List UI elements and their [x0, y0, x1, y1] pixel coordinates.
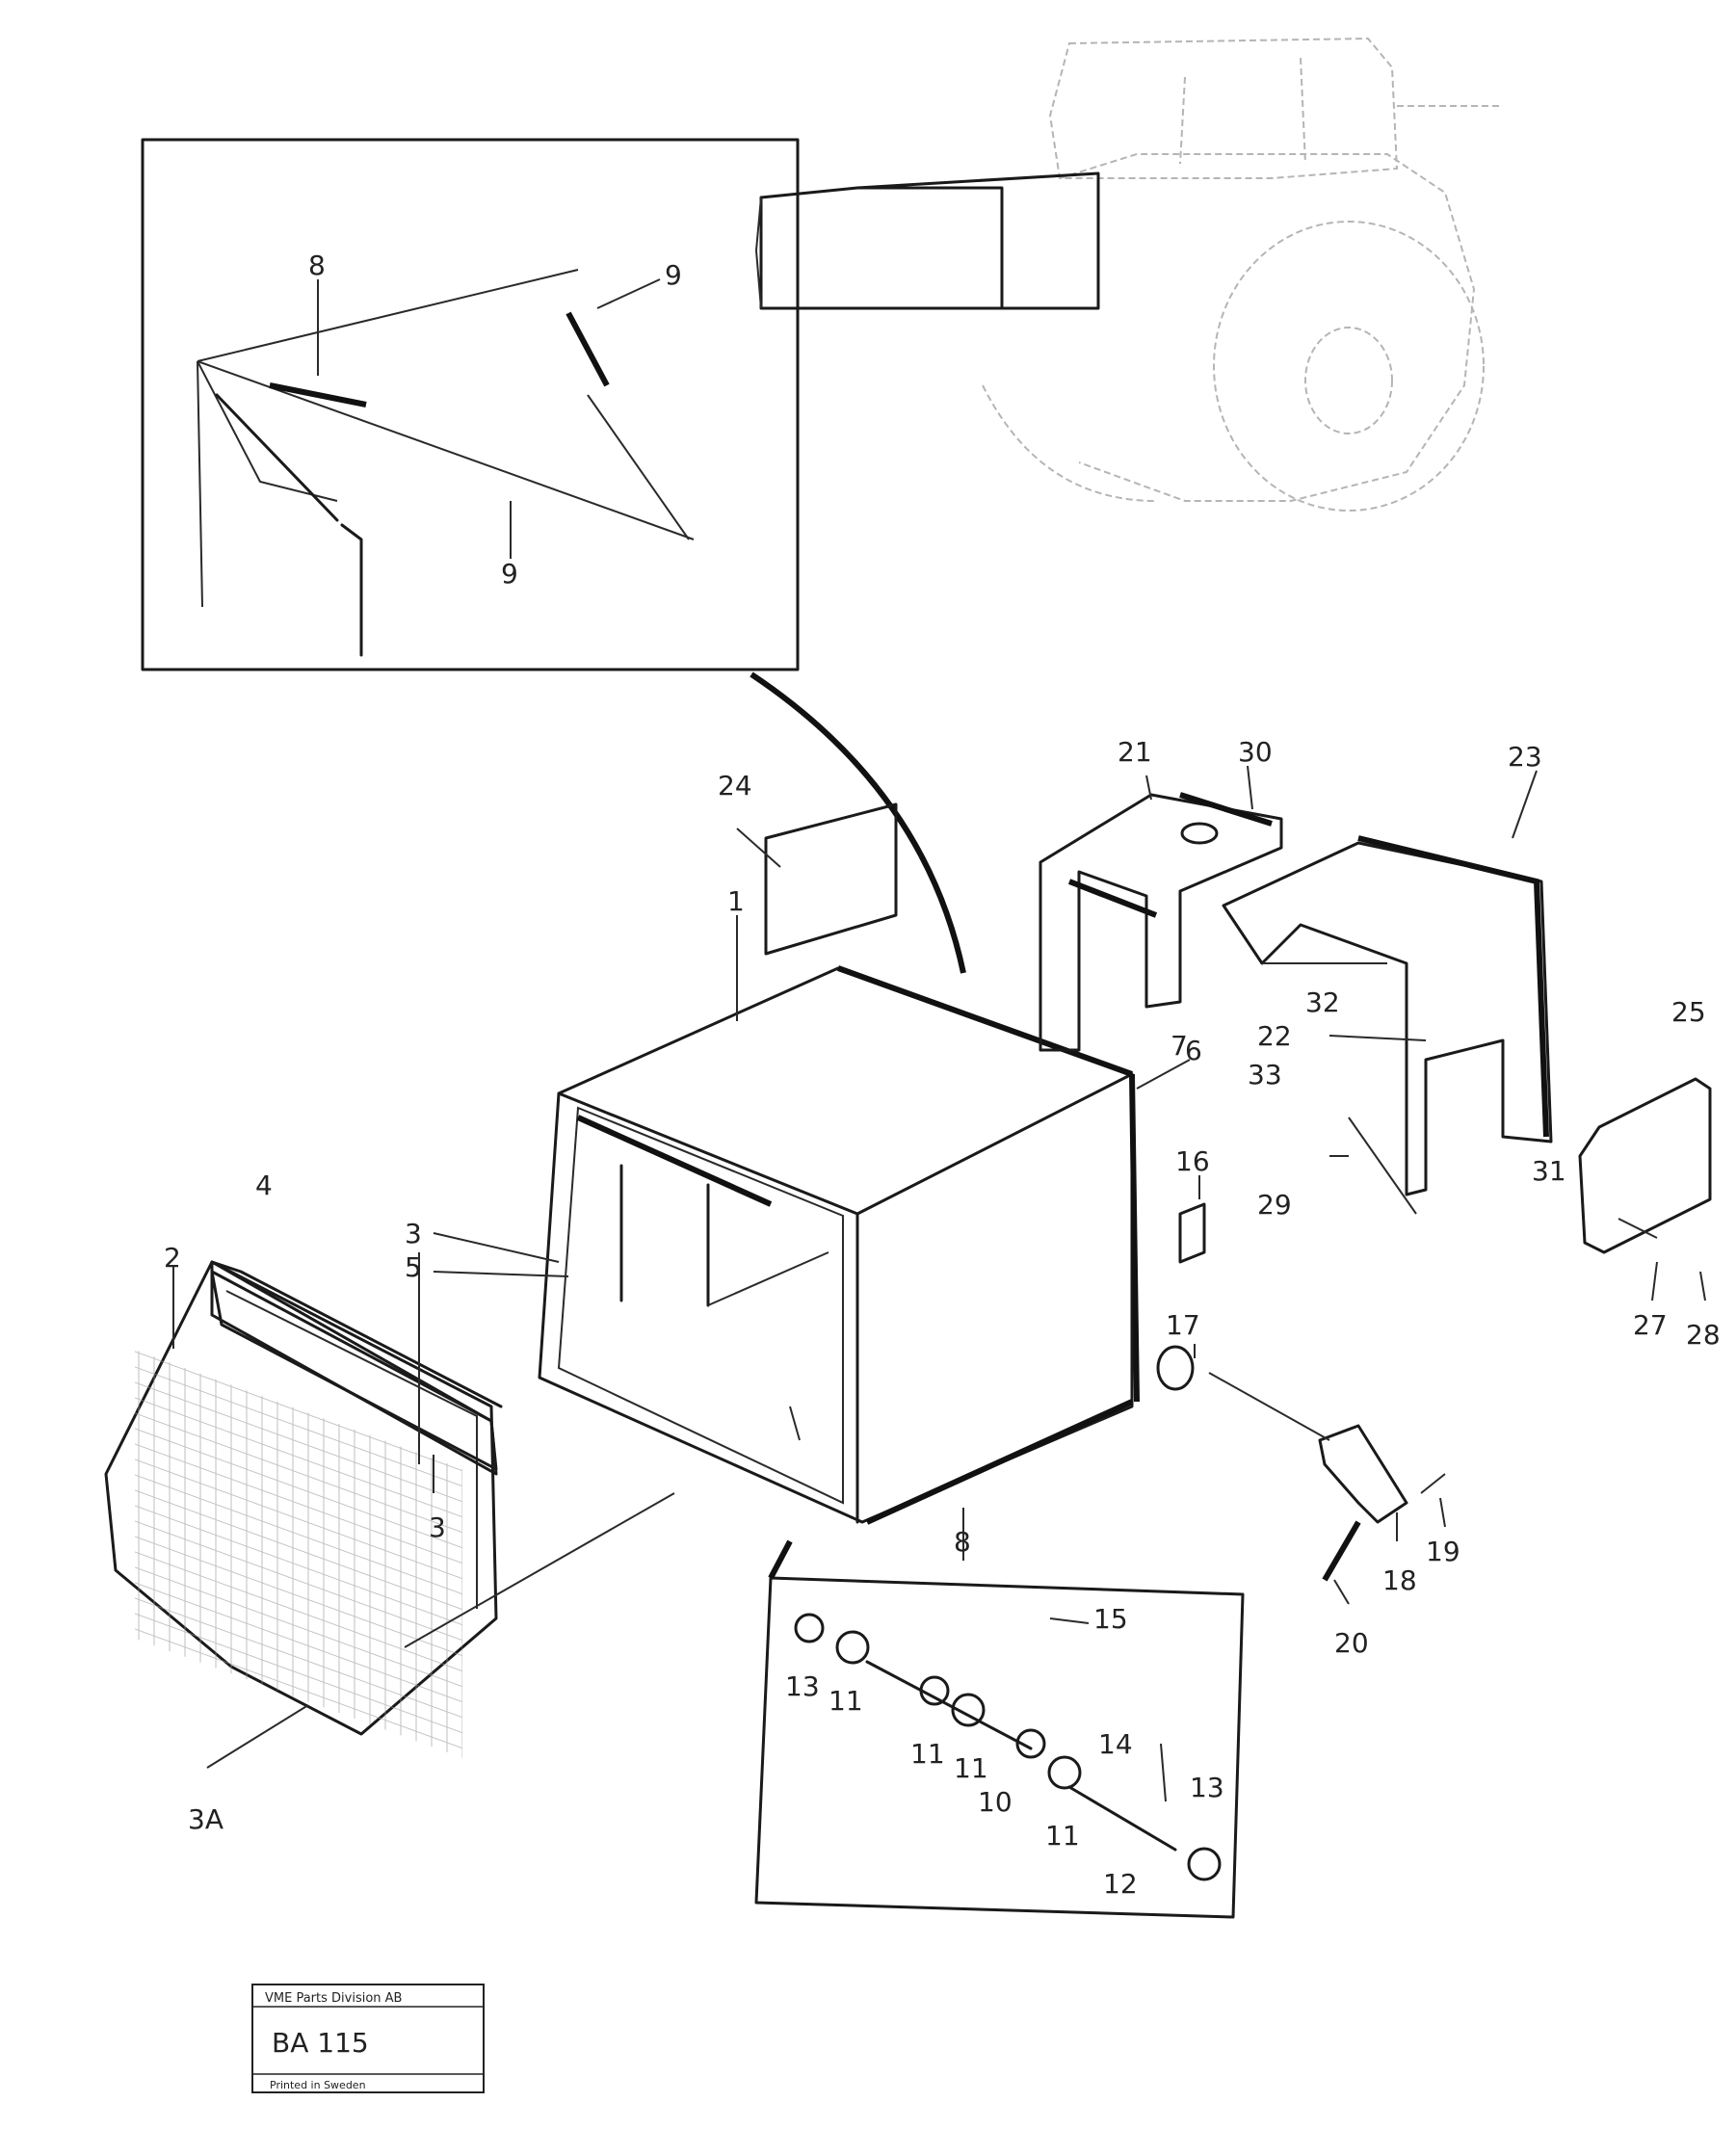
- callout-24: 24: [718, 770, 752, 802]
- callout-5: 5: [405, 1251, 422, 1283]
- callout-20: 20: [1334, 1627, 1369, 1659]
- callout-1: 1: [727, 885, 745, 917]
- callout-11: 11: [829, 1685, 863, 1717]
- callout-18: 18: [1382, 1564, 1417, 1596]
- callout-32: 32: [1305, 986, 1340, 1018]
- callout-12: 12: [1103, 1868, 1138, 1900]
- reference-stamp: VME Parts Division AB BA 115 Printed in …: [251, 1984, 485, 2093]
- callout-30: 30: [1238, 736, 1273, 768]
- callout-29: 29: [1257, 1189, 1292, 1221]
- callout-11: 11: [954, 1752, 988, 1784]
- callout-22: 22: [1257, 1020, 1292, 1052]
- callout-21: 21: [1118, 736, 1152, 768]
- callout-labels: 1 2 3 3 3A 4 5 6 7 8 8 9 9 10 11 11 11 1…: [164, 250, 1721, 1900]
- stamp-footer: Printed in Sweden: [270, 2079, 366, 2091]
- callout-33: 33: [1248, 1059, 1282, 1091]
- bracket-21: [1039, 792, 1283, 1052]
- latch-assembly: [1318, 1424, 1446, 1582]
- stamp-code: BA 115: [272, 2027, 369, 2059]
- callout-2: 2: [164, 1242, 181, 1274]
- callout-31: 31: [1532, 1155, 1566, 1187]
- machine-outline: [754, 37, 1503, 512]
- part-24-panel: [764, 802, 898, 956]
- callout-19: 19: [1426, 1536, 1460, 1567]
- stamp-header: VME Parts Division AB: [265, 1991, 402, 2006]
- detail-inset-bottom: [754, 1539, 1245, 1919]
- callout-9: 9: [501, 558, 518, 590]
- callout-11: 11: [910, 1738, 945, 1770]
- callout-15: 15: [1093, 1603, 1128, 1635]
- callout-13: 13: [1190, 1772, 1224, 1803]
- callout-4: 4: [255, 1170, 273, 1201]
- part-17: [1156, 1345, 1195, 1391]
- callout-28: 28: [1686, 1319, 1721, 1351]
- inset-connector-line: [750, 671, 966, 974]
- callout-9: 9: [665, 259, 682, 291]
- callout-3: 3: [429, 1511, 446, 1543]
- callout-16: 16: [1175, 1145, 1210, 1177]
- callout-8: 8: [954, 1526, 971, 1558]
- callout-11: 11: [1045, 1820, 1080, 1852]
- callout-27: 27: [1633, 1309, 1668, 1341]
- callout-25: 25: [1671, 996, 1706, 1028]
- callout-14: 14: [1098, 1728, 1133, 1760]
- callout-23: 23: [1508, 741, 1542, 773]
- callout-8: 8: [308, 250, 326, 281]
- grille-assembly: [104, 1260, 503, 1758]
- callout-3A: 3A: [188, 1803, 224, 1835]
- callout-3: 3: [405, 1218, 422, 1249]
- callout-17: 17: [1166, 1309, 1200, 1341]
- callout-6: 6: [1185, 1035, 1202, 1066]
- detail-inset-top: [141, 138, 800, 671]
- main-box-body: [538, 965, 1140, 1525]
- cover-22: [1222, 835, 1553, 1196]
- part-25-plate: [1578, 1077, 1712, 1254]
- callout-7: 7: [1170, 1030, 1188, 1062]
- part-16: [1178, 1202, 1206, 1264]
- callout-13: 13: [785, 1670, 820, 1702]
- part-4-strip: [210, 1270, 498, 1471]
- callout-10: 10: [978, 1786, 1013, 1818]
- callout-leaders: [172, 765, 1706, 1802]
